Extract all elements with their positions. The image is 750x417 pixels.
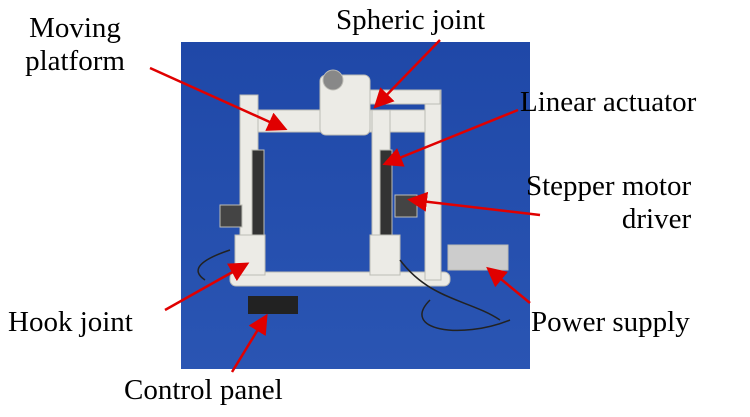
label-hook-joint: Hook joint xyxy=(8,306,133,338)
label-stepper-driver: Stepper motor driver xyxy=(526,170,691,236)
label-moving-platform: Moving platform xyxy=(5,12,145,78)
control-panel-board xyxy=(248,296,298,314)
label-control-panel: Control panel xyxy=(124,374,283,406)
label-stepper-line2: driver xyxy=(621,203,692,235)
arrow-moving-platform xyxy=(149,66,288,131)
label-moving-line2: platform xyxy=(25,45,125,77)
label-stepper-line1: Stepper motor xyxy=(526,170,692,202)
arrows xyxy=(149,39,541,373)
arrow-linear-actuator xyxy=(382,108,519,167)
label-spheric-joint: Spheric joint xyxy=(336,4,486,36)
cables xyxy=(197,249,511,332)
label-linear-actuator: Linear actuator xyxy=(520,86,697,118)
arrow-control-panel xyxy=(230,313,268,373)
arrow-spheric-joint xyxy=(373,39,441,109)
arrow-power-supply xyxy=(486,266,531,304)
label-power-supply: Power supply xyxy=(531,306,690,338)
label-moving-line1: Moving xyxy=(29,12,121,44)
arrow-stepper-driver xyxy=(407,191,541,217)
arrow-hook-joint xyxy=(164,262,250,312)
